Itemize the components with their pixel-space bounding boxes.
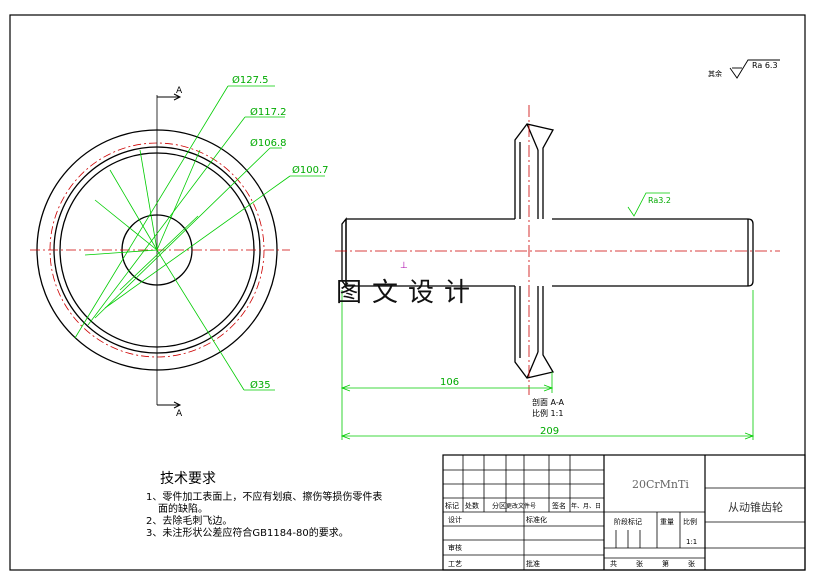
tb-scale-value: 1:1 <box>686 538 697 546</box>
tb-sheet-3: 张 <box>688 559 695 568</box>
leader-d1 <box>74 85 229 339</box>
origin-marker: ⊥ <box>400 261 408 271</box>
shaft-roughness-value: Ra3.2 <box>648 196 671 205</box>
tb-header-4: 签名 <box>552 501 566 510</box>
dim-length-106 <box>340 290 554 440</box>
gear-disc-lower <box>514 286 555 379</box>
requirement-line-4: 3、未注形状公差应符合GB1184-80的要求。 <box>146 528 349 539</box>
tb-approve: 批准 <box>526 559 540 568</box>
tb-header-3: 更改文件号 <box>506 502 536 510</box>
leader-d3 <box>94 147 271 319</box>
shaft-roughness-symbol <box>627 192 670 217</box>
leader-d2 <box>87 116 246 326</box>
section-marker-top: A <box>176 86 183 96</box>
dim-d5: Ø35 <box>250 379 271 391</box>
scale-label: 比例 1:1 <box>532 408 563 418</box>
requirement-line-1: 1、零件加工表面上，不应有划痕、擦伤等损伤零件表 <box>146 492 383 503</box>
tb-sheet-1: 张 <box>636 559 643 568</box>
tb-sheet-0: 共 <box>610 559 617 568</box>
tb-stage-mark: 阶段标记 <box>614 517 642 526</box>
dim-d2: Ø117.2 <box>250 106 287 118</box>
section-marker-bottom: A <box>176 409 183 419</box>
tb-header-2: 分区 <box>492 501 506 510</box>
front-view: A A Ø127.5 Ø117.2 Ø106.8 Ø100.7 Ø <box>30 74 329 419</box>
watermark-text: 图文设计 <box>336 278 481 308</box>
leader-d4 <box>104 175 291 309</box>
tb-header-0: 标记 <box>445 501 459 510</box>
drawing-frame <box>9 14 806 571</box>
tb-weight: 重量 <box>660 518 674 526</box>
dim-d4: Ø100.7 <box>292 164 329 176</box>
gear-disc-upper <box>514 123 554 219</box>
tb-process: 工艺 <box>448 560 462 568</box>
dim-d3: Ø106.8 <box>250 137 287 149</box>
tb-standardize: 标准化 <box>526 515 547 524</box>
dim-d1: Ø127.5 <box>232 74 269 86</box>
tb-review: 审核 <box>448 543 462 552</box>
requirement-line-2: 面的缺陷。 <box>158 504 208 515</box>
tb-material: 20CrMnTi <box>632 478 689 491</box>
dimension-leaders <box>74 85 325 391</box>
shaft-outline <box>341 217 754 288</box>
tb-sheet-2: 第 <box>662 559 669 568</box>
tb-header-1: 处数 <box>465 501 479 510</box>
roughness-prefix: 其余 <box>708 69 722 78</box>
requirements-title: 技术要求 <box>160 471 216 487</box>
tb-scale: 比例 <box>683 517 697 526</box>
requirement-line-3: 2、去除毛刺飞边。 <box>146 516 233 527</box>
section-view: ⊥ Ra3.2 106 209 剖面 A-A 比例 1:1 <box>335 105 780 440</box>
roughness-value: Ra 6.3 <box>752 61 778 70</box>
leader-d5 <box>156 249 245 391</box>
global-roughness-note: 其余 Ra 6.3 <box>708 59 780 79</box>
dim-length-209 <box>340 290 755 440</box>
dim-len1: 106 <box>440 377 459 388</box>
title-block <box>442 454 806 571</box>
tb-header-5: 年、月、日 <box>571 502 601 510</box>
tb-part-name: 从动锥齿轮 <box>728 500 783 514</box>
dim-len2: 209 <box>540 426 559 437</box>
tb-design: 设计 <box>448 515 462 524</box>
section-view-label: 剖面 A-A <box>532 397 565 407</box>
